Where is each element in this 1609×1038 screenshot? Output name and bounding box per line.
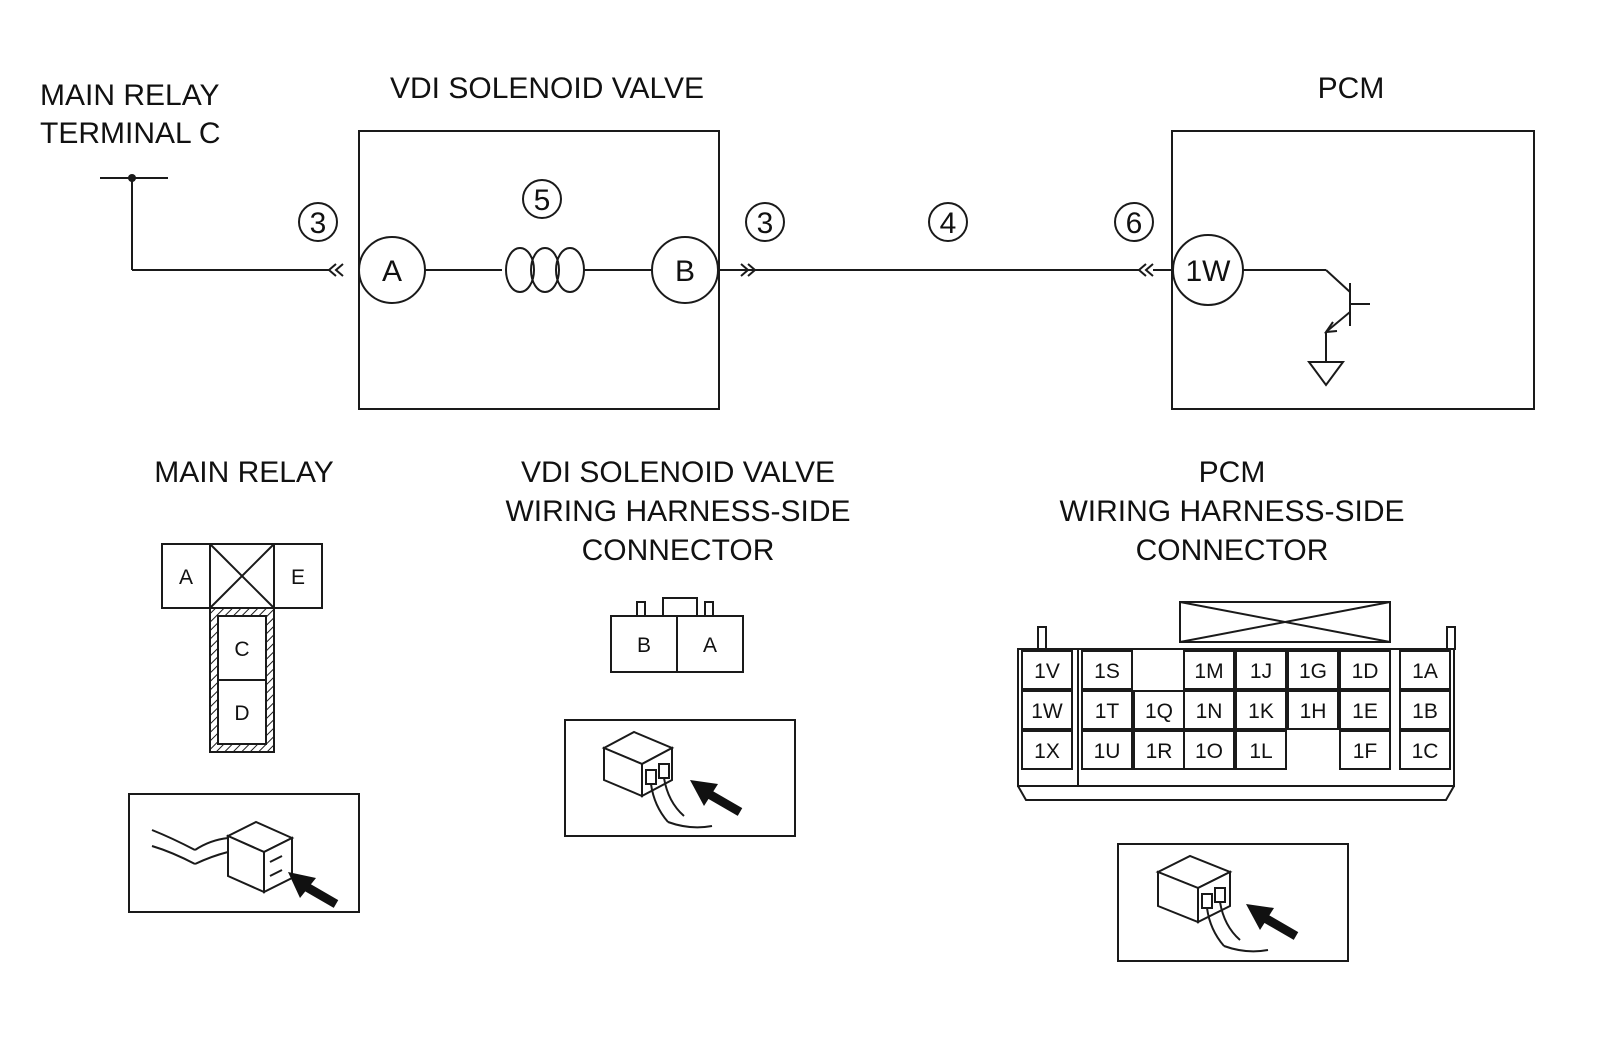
- connector-arrow-icon: [1137, 263, 1154, 277]
- svg-text:1H: 1H: [1300, 700, 1327, 723]
- svg-text:1T: 1T: [1095, 700, 1120, 723]
- terminal-1v: [1021, 650, 1073, 690]
- connector-arrow-icon: [327, 263, 344, 277]
- pin-1w-label: 1W: [1186, 255, 1232, 288]
- main-relay-connector-title: MAIN RELAY: [154, 456, 334, 489]
- svg-text:D: D: [234, 702, 249, 725]
- ground-icon: [1307, 361, 1345, 387]
- pin-a-label: A: [382, 255, 402, 288]
- terminal-1n: [1183, 690, 1235, 730]
- svg-text:5: 5: [534, 184, 551, 217]
- terminal-1a: [1399, 650, 1451, 690]
- main-relay-terminal-label-line2: TERMINAL C: [40, 117, 221, 150]
- svg-text:1X: 1X: [1034, 740, 1060, 763]
- main-relay-terminal-label-line1: MAIN RELAY: [40, 79, 220, 112]
- pin-b-label: B: [675, 255, 695, 288]
- terminal-1w: [1021, 690, 1073, 730]
- probe-inset-icon: [564, 719, 796, 837]
- svg-text:1F: 1F: [1353, 740, 1378, 763]
- pcm-connector-section: PCM WIRING HARNESS-SIDE CONNECTOR 1V 1S …: [1017, 456, 1456, 962]
- svg-text:1C: 1C: [1412, 740, 1439, 763]
- vdi-valve-title: VDI SOLENOID VALVE: [390, 72, 704, 105]
- svg-text:A: A: [703, 634, 717, 657]
- svg-text:B: B: [637, 634, 651, 657]
- pcm-connector-housing: [1017, 648, 1455, 787]
- pcm-connector-title-line2: WIRING HARNESS-SIDE: [1059, 495, 1404, 528]
- main-relay-connector-section: MAIN RELAY A E C D: [128, 456, 360, 913]
- svg-text:1L: 1L: [1249, 740, 1272, 763]
- svg-text:1D: 1D: [1352, 660, 1379, 683]
- pcm-connector-title-line3: CONNECTOR: [1136, 534, 1329, 567]
- circuit-section: MAIN RELAY TERMINAL C VDI SOLENOID VALVE…: [40, 72, 1535, 410]
- step-marker-3-right: 3: [745, 202, 785, 242]
- svg-text:A: A: [179, 566, 193, 589]
- terminal-b: [610, 615, 678, 673]
- terminal-1l: [1235, 730, 1287, 770]
- svg-text:1K: 1K: [1248, 700, 1274, 723]
- vdi-connector-title-line3: CONNECTOR: [582, 534, 775, 567]
- terminal-1e: [1339, 690, 1391, 730]
- svg-text:1W: 1W: [1031, 700, 1063, 723]
- terminal-e: [273, 543, 323, 609]
- terminal-d: [217, 679, 267, 745]
- main-relay-terminal-symbol: [100, 174, 330, 271]
- terminal-1q: [1133, 690, 1185, 730]
- terminal-1u: [1081, 730, 1133, 770]
- pcm-title: PCM: [1318, 72, 1385, 105]
- svg-text:1B: 1B: [1412, 700, 1438, 723]
- svg-text:C: C: [234, 638, 249, 661]
- pin-b-circle: [651, 236, 719, 304]
- svg-text:4: 4: [940, 207, 957, 240]
- step-marker-4: 4: [928, 202, 968, 242]
- probe-inset-icon: [1117, 843, 1349, 962]
- terminal-1f: [1339, 730, 1391, 770]
- terminal-1c: [1399, 730, 1451, 770]
- svg-text:1J: 1J: [1250, 660, 1272, 683]
- terminal-1o: [1183, 730, 1235, 770]
- connector-latch-icon: [636, 597, 714, 617]
- terminal-1m: [1183, 650, 1235, 690]
- terminal-1x: [1021, 730, 1073, 770]
- svg-text:3: 3: [310, 207, 327, 240]
- terminal-1h: [1287, 690, 1339, 730]
- terminal-1k: [1235, 690, 1287, 730]
- svg-text:1O: 1O: [1195, 740, 1223, 763]
- terminal-1j: [1235, 650, 1287, 690]
- terminal-a: [676, 615, 744, 673]
- svg-text:1V: 1V: [1034, 660, 1060, 683]
- step-marker-6: 6: [1114, 202, 1154, 242]
- terminal-1s: [1081, 650, 1133, 690]
- terminal-a: [161, 543, 211, 609]
- svg-text:1E: 1E: [1352, 700, 1378, 723]
- svg-text:1R: 1R: [1146, 740, 1173, 763]
- svg-text:1S: 1S: [1094, 660, 1120, 683]
- svg-text:1G: 1G: [1299, 660, 1327, 683]
- terminal-1b: [1399, 690, 1451, 730]
- vdi-connector-title-line2: WIRING HARNESS-SIDE: [505, 495, 850, 528]
- svg-text:1N: 1N: [1196, 700, 1223, 723]
- terminal-1t: [1081, 690, 1133, 730]
- svg-text:1U: 1U: [1094, 740, 1121, 763]
- svg-text:3: 3: [757, 207, 774, 240]
- terminal-1d: [1339, 650, 1391, 690]
- svg-text:6: 6: [1126, 207, 1143, 240]
- step-marker-3-left: 3: [298, 202, 338, 242]
- svg-text:1Q: 1Q: [1145, 700, 1173, 723]
- vdi-connector-title-line1: VDI SOLENOID VALVE: [521, 456, 835, 489]
- pcm-connector-title-line1: PCM: [1199, 456, 1266, 489]
- svg-text:E: E: [291, 566, 305, 589]
- svg-text:1M: 1M: [1194, 660, 1223, 683]
- svg-text:1A: 1A: [1412, 660, 1438, 683]
- probe-inset-icon: [128, 793, 360, 913]
- terminal-1g: [1287, 650, 1339, 690]
- transistor-icon: [1243, 269, 1370, 362]
- step-marker-5: 5: [522, 179, 562, 219]
- vdi-connector-section: VDI SOLENOID VALVE WIRING HARNESS-SIDE C…: [505, 456, 851, 837]
- terminal-c: [217, 615, 267, 681]
